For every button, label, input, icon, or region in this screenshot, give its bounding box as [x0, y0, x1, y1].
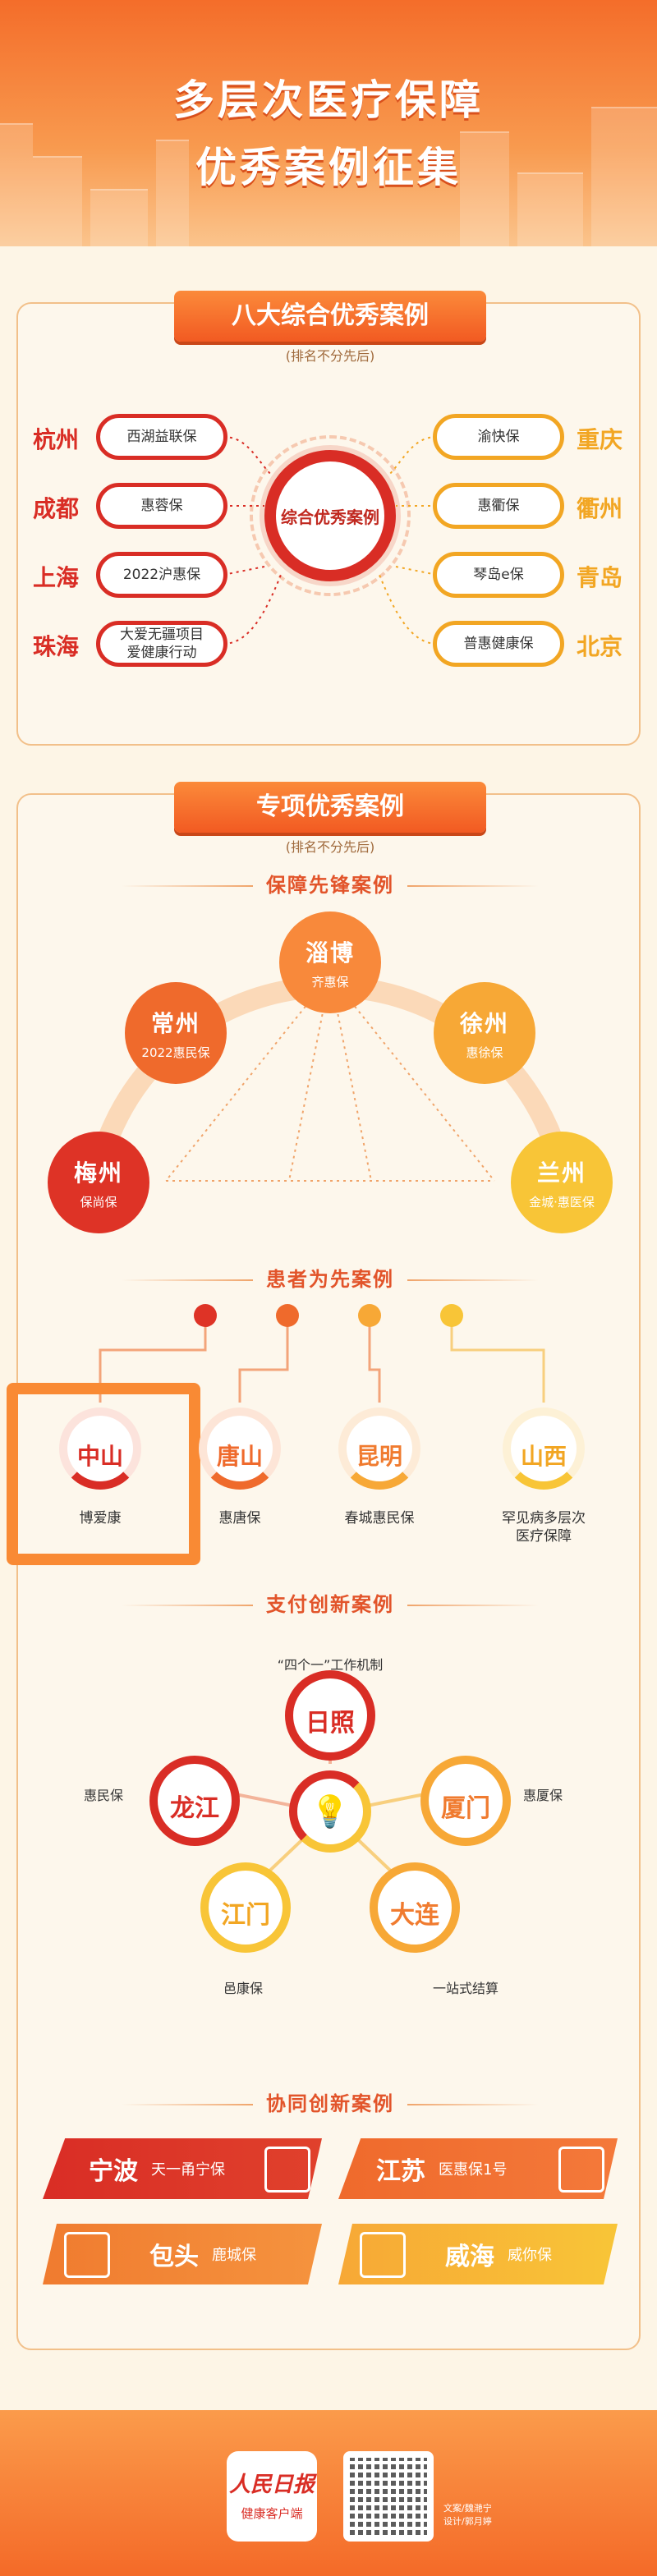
- center-ring: [250, 435, 411, 596]
- product-name: 罕见病多层次 医疗保障: [502, 1510, 586, 1545]
- product-name: 齐惠保: [311, 974, 349, 990]
- center-label: 综合优秀案例: [281, 507, 379, 527]
- city-name: 常州: [150, 1009, 200, 1037]
- pioneer-circle: 梅州 保尚保: [48, 1132, 149, 1233]
- connector-lines: [223, 436, 438, 645]
- qr-code[interactable]: [343, 2451, 434, 2542]
- patient-title: 患者为先案例: [18, 1263, 642, 1292]
- payment-city: 龙江: [149, 1756, 240, 1846]
- synergy-banner: 江苏 医惠保1号: [338, 2138, 618, 2199]
- product-pill: 惠蓉保: [96, 483, 227, 529]
- payment-product: 惠厦保: [523, 1788, 563, 1803]
- marker-dot: [276, 1304, 299, 1327]
- product-name: 威你保: [508, 2247, 552, 2264]
- payment-title: 支付创新案例: [18, 1588, 642, 1617]
- product-pill: 琴岛e保: [433, 552, 564, 598]
- city-ring: 唐山: [199, 1407, 281, 1490]
- lightbulb-icon: 💡: [289, 1770, 371, 1853]
- payment-city: 江门: [200, 1862, 291, 1953]
- product-pill: 普惠健康保: [433, 621, 564, 667]
- synergy-title: 协同创新案例: [18, 2087, 642, 2116]
- payment-product: 一站式结算: [433, 1981, 499, 1996]
- pioneer-circle: 常州 2022惠民保: [125, 982, 227, 1084]
- pioneer-circle: 兰州 金城·惠医保: [511, 1132, 613, 1233]
- city-name: 徐州: [459, 1009, 509, 1037]
- product-name: 惠唐保: [218, 1510, 261, 1527]
- city-beijing: 北京: [577, 633, 623, 660]
- city-name: 江苏: [376, 2157, 425, 2186]
- product-name: 金城·惠医保: [529, 1194, 595, 1210]
- document-star-icon: [360, 2232, 406, 2278]
- logo-text: 人民日报: [228, 2473, 315, 2497]
- page-title-line1: 多层次医疗保障: [173, 76, 484, 124]
- special-panel: 专项优秀案例 (排名不分先后) 保障先锋案例 淄博 齐惠保 常州 2022惠民保…: [7, 782, 642, 2350]
- city-ring: 中山: [59, 1407, 141, 1490]
- city-name: 威海: [445, 2243, 494, 2271]
- section2-subtitle: (排名不分先后): [285, 839, 375, 855]
- comprehensive-panel: 八大综合优秀案例 (排名不分先后) 综合优秀案例 杭州 西湖益联保 成都 惠蓉保…: [16, 291, 641, 746]
- product-pill: 西湖益联保: [96, 414, 227, 460]
- patient-connectors: [99, 1325, 545, 1403]
- city-name: 宁波: [89, 2157, 138, 2186]
- city-shanghai: 上海: [33, 564, 80, 591]
- product-pill: 2022沪惠保: [96, 552, 227, 598]
- document-star-icon: [264, 2147, 310, 2193]
- product-name: 医惠保1号: [439, 2161, 508, 2179]
- mechanism-label: “四个一”工作机制: [277, 1657, 384, 1673]
- product-name: 博爱康: [79, 1510, 122, 1527]
- product-name: 天一甬宁保: [151, 2161, 225, 2179]
- city-quzhou: 衢州: [577, 495, 623, 522]
- city-name: 梅州: [73, 1159, 123, 1187]
- city-qingdao: 青岛: [577, 564, 623, 591]
- marker-dot: [194, 1304, 217, 1327]
- product-name: 鹿城保: [212, 2247, 256, 2264]
- city-zhuhai: 珠海: [33, 633, 80, 660]
- city-name: 包头: [149, 2243, 199, 2271]
- product-name: 惠徐保: [466, 1045, 503, 1060]
- page-title-line2: 优秀案例征集: [195, 144, 462, 191]
- payment-city: 大连: [370, 1862, 460, 1953]
- city-name: 淄博: [305, 939, 355, 967]
- city-ring: 山西: [503, 1407, 585, 1490]
- city-chengdu: 成都: [33, 495, 80, 522]
- payment-product: 邑康保: [223, 1981, 264, 1996]
- product-pill: 渝快保: [433, 414, 564, 460]
- city-ring: 昆明: [338, 1407, 420, 1490]
- section1-subtitle: (排名不分先后): [285, 348, 375, 364]
- pioneer-title: 保障先锋案例: [18, 869, 642, 898]
- product-pill: 惠衢保: [433, 483, 564, 529]
- city-chongqing: 重庆: [577, 426, 623, 453]
- payment-city: 日照: [285, 1670, 375, 1761]
- logo-subtext: 健康客户端: [241, 2506, 303, 2521]
- product-pill: 大爱无疆项目 爱健康行动: [96, 621, 227, 667]
- city-name: 兰州: [536, 1159, 586, 1187]
- section2-title: 专项优秀案例: [174, 782, 486, 833]
- city-hangzhou: 杭州: [33, 426, 80, 453]
- payment-product: 惠民保: [84, 1788, 124, 1803]
- section1-title: 八大综合优秀案例: [174, 291, 486, 342]
- logo: 人民日报 健康客户端: [227, 2451, 317, 2542]
- product-name: 保尚保: [80, 1194, 117, 1210]
- product-name: 2022惠民保: [141, 1045, 210, 1060]
- pioneer-circle: 徐州 惠徐保: [434, 982, 535, 1084]
- credits: 文案/魏滟宁 设计/郭月婷: [443, 2503, 492, 2527]
- pioneer-circle: 淄博 齐惠保: [279, 911, 381, 1013]
- payment-city: 厦门: [420, 1756, 511, 1846]
- marker-dot: [440, 1304, 463, 1327]
- product-name: 春城惠民保: [344, 1510, 415, 1527]
- document-star-icon: [64, 2232, 110, 2278]
- highlight-frame: [7, 1383, 200, 1565]
- header-banner: 多层次医疗保障 优秀案例征集: [0, 0, 657, 246]
- marker-dot: [358, 1304, 381, 1327]
- document-star-icon: [558, 2147, 604, 2193]
- footer: 人民日报 健康客户端 文案/魏滟宁 设计/郭月婷: [0, 2410, 657, 2576]
